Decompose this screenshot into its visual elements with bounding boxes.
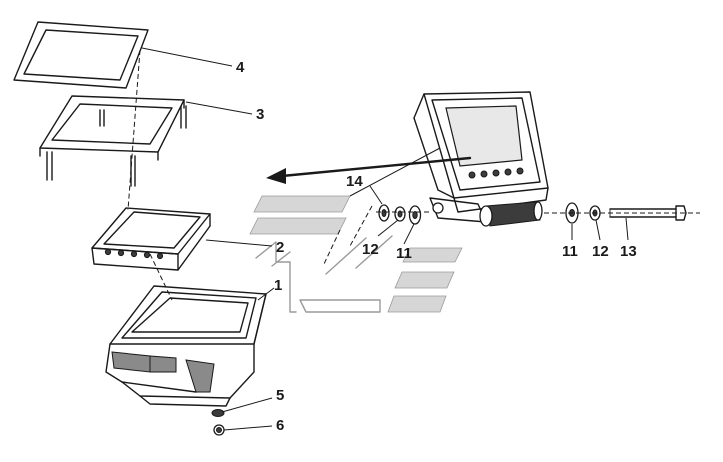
label-part-13: 13 (620, 243, 637, 260)
gasket-part-4 (13, 21, 149, 89)
label-part-11-left: 11 (396, 245, 412, 262)
leader-lines (141, 47, 629, 431)
washer-part-11-left (408, 205, 422, 225)
label-part-5: 5 (276, 387, 284, 404)
nut-part-6 (213, 424, 225, 436)
assembled-display-view (413, 91, 549, 227)
label-part-12-right: 12 (592, 243, 609, 260)
label-part-1: 1 (274, 277, 282, 294)
label-part-12-left: 12 (362, 241, 379, 258)
label-part-14: 14 (346, 173, 363, 190)
washer-part-12-left (394, 206, 406, 222)
label-part-3: 3 (256, 106, 264, 123)
spacer-part-14 (378, 204, 390, 222)
label-part-6: 6 (276, 417, 284, 434)
bezel-frame-part-3 (39, 95, 187, 187)
display-unit-part-2 (91, 207, 211, 271)
assembly-center-lines (127, 49, 700, 301)
housing-part-1 (105, 285, 267, 407)
assembly-direction-arrow (266, 156, 472, 184)
label-part-11-right: 11 (562, 243, 578, 260)
background-watermark-shapes (249, 195, 463, 313)
fastener-part-5 (211, 409, 225, 417)
label-part-2: 2 (276, 239, 284, 256)
label-part-4: 4 (236, 59, 245, 76)
